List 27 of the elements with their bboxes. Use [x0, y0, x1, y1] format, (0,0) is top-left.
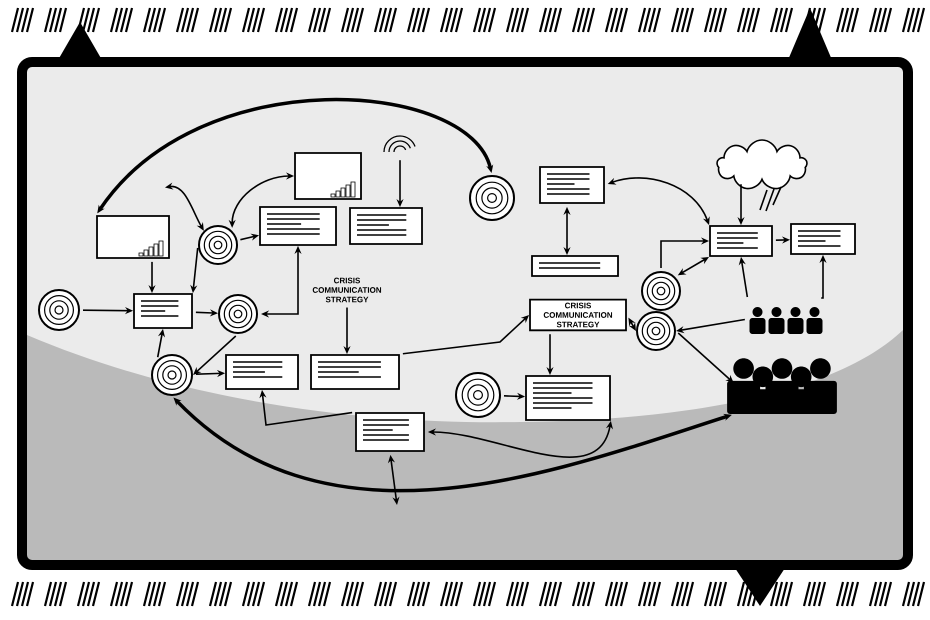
text-box — [790, 223, 856, 255]
spiral-circle — [151, 354, 193, 396]
spiral-circle — [198, 225, 238, 265]
spiral-circle — [218, 294, 258, 334]
rain-cloud — [716, 139, 808, 212]
text-box — [531, 255, 619, 277]
spiral-circle — [636, 311, 676, 351]
people-group — [750, 307, 822, 334]
text-box — [539, 166, 605, 204]
text-box — [525, 375, 611, 421]
heading-text: CRISIS COMMUNICATION STRATEGY — [312, 278, 382, 302]
people-group — [727, 358, 837, 414]
text-box — [709, 225, 773, 257]
spiral-circle — [641, 271, 681, 311]
spiral-circle — [38, 289, 80, 331]
strategy-box: CRISIS COMMUNICATION STRATEGY — [529, 298, 627, 332]
text-box — [259, 206, 337, 246]
chart-box — [294, 152, 362, 200]
chart-box — [96, 215, 170, 259]
spiral-circle — [455, 372, 501, 418]
text-box — [349, 207, 423, 245]
text-box — [133, 293, 193, 329]
text-box — [355, 412, 425, 452]
text-box — [310, 354, 400, 390]
spiral-circle — [469, 175, 515, 221]
text-box — [225, 354, 299, 390]
signal-waves-icon — [383, 135, 416, 153]
